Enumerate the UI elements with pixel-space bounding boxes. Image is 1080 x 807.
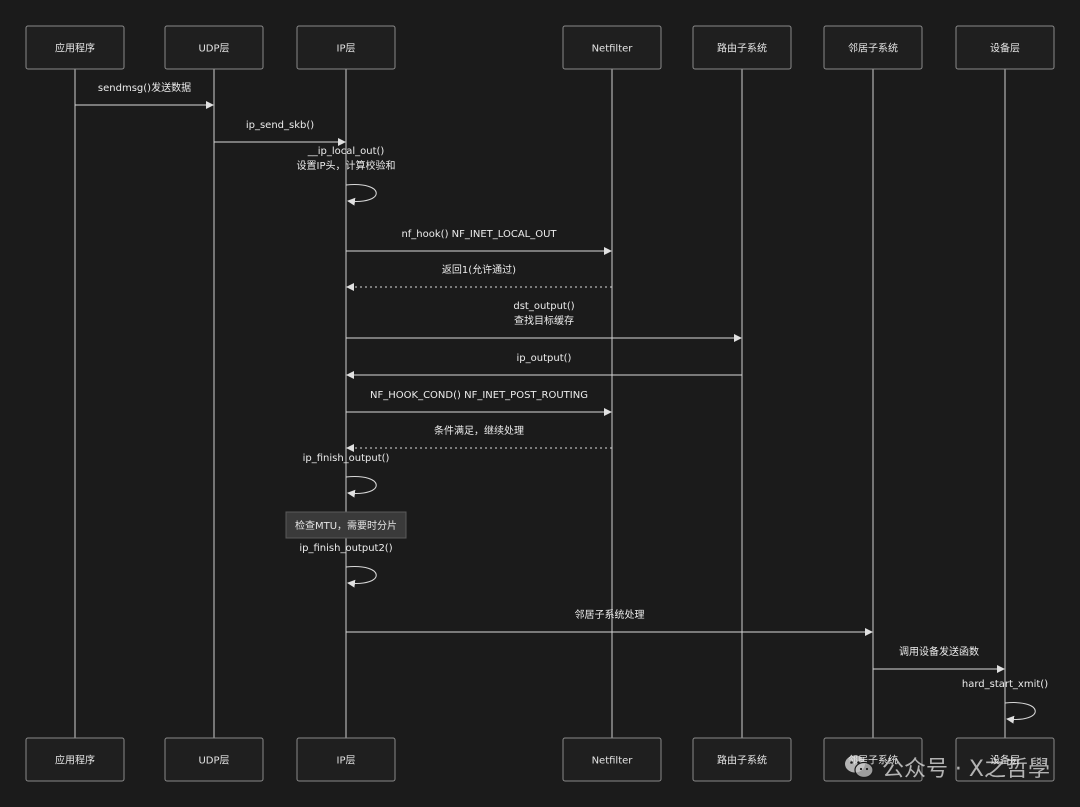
message-label: 查找目标缓存 xyxy=(514,314,574,327)
message-0: sendmsg()发送数据 xyxy=(75,81,214,109)
participant-label: UDP层 xyxy=(198,755,229,767)
message-label: ip_finish_output2() xyxy=(299,543,392,554)
message-label: ip_finish_output() xyxy=(303,453,390,464)
self-call-arrow xyxy=(345,476,377,498)
participant-label: 邻居子系统 xyxy=(848,42,898,55)
participant-box xyxy=(562,25,662,70)
participant-nb-top: 邻居子系统 xyxy=(823,25,923,70)
participant-label: Netfilter xyxy=(592,756,634,767)
message-10: ip_finish_output2() xyxy=(299,543,393,588)
note: 检查MTU，需要时分片 xyxy=(285,511,407,539)
message-13: hard_start_xmit() xyxy=(962,679,1048,724)
participant-rt-top: 路由子系统 xyxy=(692,25,792,70)
participant-rt-bottom: 路由子系统 xyxy=(692,737,792,782)
self-call-arrow xyxy=(345,184,377,206)
message-6: ip_output() xyxy=(346,353,742,379)
message-12: 调用设备发送函数 xyxy=(873,645,1005,673)
message-label: 条件满足，继续处理 xyxy=(434,424,524,437)
participant-dev-bottom: 设备层 xyxy=(955,737,1055,782)
message-label: dst_output() xyxy=(513,301,574,312)
message-4: 返回1(允许通过) xyxy=(346,263,612,291)
message-label: NF_HOOK_COND() NF_INET_POST_ROUTING xyxy=(370,390,588,401)
wechat-icon xyxy=(844,755,874,779)
participant-label: 设备层 xyxy=(990,754,1020,767)
message-3: nf_hook() NF_INET_LOCAL_OUT xyxy=(346,229,612,255)
participant-label: 设备层 xyxy=(990,42,1020,55)
message-8: 条件满足，继续处理 xyxy=(346,424,612,452)
participant-label: Netfilter xyxy=(592,44,634,55)
participant-label: IP层 xyxy=(337,755,356,767)
participant-box xyxy=(25,737,125,782)
message-label: 返回1(允许通过) xyxy=(442,263,516,276)
participant-nf-top: Netfilter xyxy=(562,25,662,70)
participant-box xyxy=(296,737,396,782)
participant-box xyxy=(955,25,1055,70)
participant-nf-bottom: Netfilter xyxy=(562,737,662,782)
message-9: ip_finish_output() xyxy=(303,453,390,498)
note-box xyxy=(285,511,407,539)
message-label: sendmsg()发送数据 xyxy=(98,81,191,94)
participant-box xyxy=(164,737,264,782)
participant-udp-top: UDP层 xyxy=(164,25,264,70)
message-7: NF_HOOK_COND() NF_INET_POST_ROUTING xyxy=(346,390,612,416)
participant-box xyxy=(955,737,1055,782)
participant-app-bottom: 应用程序 xyxy=(25,737,125,782)
message-5: dst_output() 查找目标缓存 xyxy=(346,301,742,342)
participant-box xyxy=(692,25,792,70)
message-label: 设置IP头，计算校验和 xyxy=(297,159,396,172)
participant-label: 应用程序 xyxy=(55,754,95,767)
participant-box xyxy=(25,25,125,70)
participant-box xyxy=(164,25,264,70)
participant-label: IP层 xyxy=(337,43,356,55)
watermark-text: 公众号 · X之哲學 xyxy=(881,757,1050,782)
participant-dev-top: 设备层 xyxy=(955,25,1055,70)
participant-udp-bottom: UDP层 xyxy=(164,737,264,782)
participant-ip-top: IP层 xyxy=(296,25,396,70)
participant-app-top: 应用程序 xyxy=(25,25,125,70)
note-text: 检查MTU，需要时分片 xyxy=(295,519,397,532)
message-label: ip_output() xyxy=(517,353,572,364)
message-label: 调用设备发送函数 xyxy=(899,645,979,658)
participant-box xyxy=(562,737,662,782)
participant-label: UDP层 xyxy=(198,43,229,55)
participant-box xyxy=(823,25,923,70)
participant-box xyxy=(692,737,792,782)
watermark: 公众号 · X之哲學 xyxy=(844,751,1050,783)
participant-label: 应用程序 xyxy=(55,42,95,55)
message-label: nf_hook() NF_INET_LOCAL_OUT xyxy=(401,229,557,240)
self-call-arrow xyxy=(1004,702,1036,724)
participant-label: 路由子系统 xyxy=(717,42,767,55)
participant-box xyxy=(296,25,396,70)
message-1: ip_send_skb() xyxy=(214,120,346,146)
message-2: __ip_local_out() 设置IP头，计算校验和 xyxy=(297,146,396,206)
participant-ip-bottom: IP层 xyxy=(296,737,396,782)
participant-label: 路由子系统 xyxy=(717,754,767,767)
message-label: __ip_local_out() xyxy=(307,146,385,157)
message-11: 邻居子系统处理 xyxy=(346,608,873,636)
message-label: 邻居子系统处理 xyxy=(575,608,645,621)
message-label: ip_send_skb() xyxy=(246,120,314,131)
message-label: hard_start_xmit() xyxy=(962,679,1048,690)
self-call-arrow xyxy=(345,566,377,588)
